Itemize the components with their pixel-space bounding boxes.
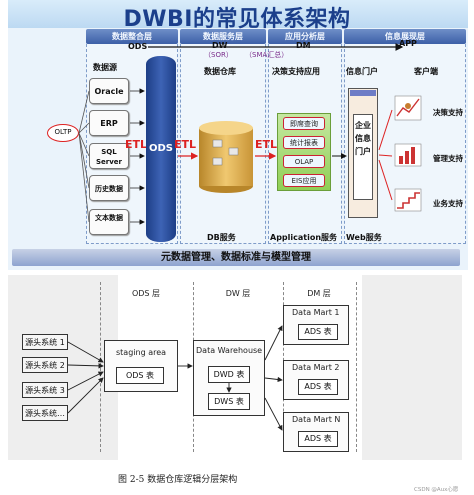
data-mart-1-ads-box: ADS 表 bbox=[298, 324, 338, 340]
source-sql-server: SQL Server bbox=[89, 143, 129, 169]
flow-sor-label: （SOR） bbox=[204, 51, 233, 59]
etl-label-2: ETL bbox=[174, 138, 197, 151]
client-business-support: 业务支持 bbox=[433, 199, 463, 208]
warehouse-title: 数据仓库 bbox=[204, 67, 236, 76]
web-service-label: Web服务 bbox=[346, 233, 382, 242]
client-title: 客户端 bbox=[414, 67, 438, 76]
apps-title: 决策支持应用 bbox=[272, 67, 320, 76]
layer-header-presentation: 信息展现层 bbox=[344, 29, 466, 44]
app-olap: OLAP bbox=[283, 155, 325, 168]
flow-ods-label: ODS bbox=[128, 42, 148, 51]
background-texture-right bbox=[362, 275, 462, 460]
app-statistics-report: 统计报表 bbox=[283, 136, 325, 149]
layer-header-service: 数据服务层 bbox=[180, 29, 266, 44]
title-bar bbox=[8, 0, 468, 28]
page-title: DWBI的常见体系架构 bbox=[123, 7, 351, 32]
source-text: 文本数据 bbox=[89, 209, 129, 235]
layer-header-integration: 数据整合层 bbox=[86, 29, 178, 44]
portal-title: 信息门户 bbox=[346, 67, 378, 76]
staging-area-label: staging area bbox=[116, 348, 167, 357]
source-oracle: Oracle bbox=[89, 78, 129, 104]
enterprise-portal-box: 企业信息门户 bbox=[353, 114, 373, 200]
sources-title: 数据源 bbox=[93, 63, 117, 72]
client-decision-support: 决策支持 bbox=[433, 108, 463, 117]
source-system-2: 源头系统 2 bbox=[22, 357, 68, 373]
dws-table-box: DWS 表 bbox=[208, 393, 250, 410]
flow-app-label: APP bbox=[399, 39, 417, 48]
source-system-3: 源头系统 3 bbox=[22, 382, 68, 398]
watermark: CSDN @Aux心愿 bbox=[414, 487, 459, 493]
flow-dm-label: DM bbox=[296, 41, 311, 50]
source-erp: ERP bbox=[89, 110, 129, 136]
ods-column: ODS bbox=[146, 56, 176, 242]
figure-caption: 图 2-5 数据仓库逻辑分层架构 bbox=[118, 475, 238, 485]
source-system-more: 源头系统… bbox=[22, 405, 68, 421]
source-history: 历史数据 bbox=[89, 175, 129, 201]
dwd-table-box: DWD 表 bbox=[208, 366, 250, 383]
oltp-node: OLTP bbox=[47, 124, 79, 142]
management-support-icon bbox=[394, 143, 422, 167]
business-support-icon bbox=[394, 188, 422, 212]
metadata-management-bar: 元数据管理、数据标准与模型管理 bbox=[12, 249, 460, 266]
decision-support-icon bbox=[394, 95, 422, 121]
layer-tab-ods: ODS 层 bbox=[131, 289, 161, 298]
top-connectors bbox=[78, 43, 422, 225]
data-mart-2-label: Data Mart 2 bbox=[292, 363, 340, 372]
divider-dm-right bbox=[356, 282, 357, 452]
database-icon bbox=[199, 128, 253, 186]
etl-label-3: ETL bbox=[255, 138, 278, 151]
data-mart-1-label: Data Mart 1 bbox=[292, 308, 340, 317]
data-mart-n-ads-box: ADS 表 bbox=[298, 431, 338, 447]
divider-ods-left bbox=[100, 282, 101, 452]
database-cylinder-top bbox=[199, 121, 253, 135]
layer-tab-dm: DM 层 bbox=[307, 289, 331, 298]
data-mart-n-label: Data Mart N bbox=[292, 415, 341, 424]
layer-tab-dw: DW 层 bbox=[225, 289, 251, 298]
ods-table-box: ODS 表 bbox=[116, 367, 164, 384]
flow-sma-label: （SMA汇总） bbox=[245, 51, 289, 59]
etl-label-1: ETL bbox=[125, 138, 148, 151]
db-service-label: DB服务 bbox=[207, 233, 236, 242]
source-system-1: 源头系统 1 bbox=[22, 334, 68, 350]
app-eis: EIS应用 bbox=[283, 174, 325, 187]
application-service-label: Application服务 bbox=[270, 233, 338, 242]
portal-window-bar bbox=[350, 90, 376, 96]
layer-header-analysis: 应用分析层 bbox=[268, 29, 342, 44]
data-mart-2-ads-box: ADS 表 bbox=[298, 379, 338, 395]
client-management-support: 管理支持 bbox=[433, 154, 463, 163]
flow-dw-label: DW bbox=[212, 41, 228, 50]
app-adhoc-query: 即席查询 bbox=[283, 117, 325, 130]
data-warehouse-label: Data Warehouse bbox=[196, 346, 263, 355]
